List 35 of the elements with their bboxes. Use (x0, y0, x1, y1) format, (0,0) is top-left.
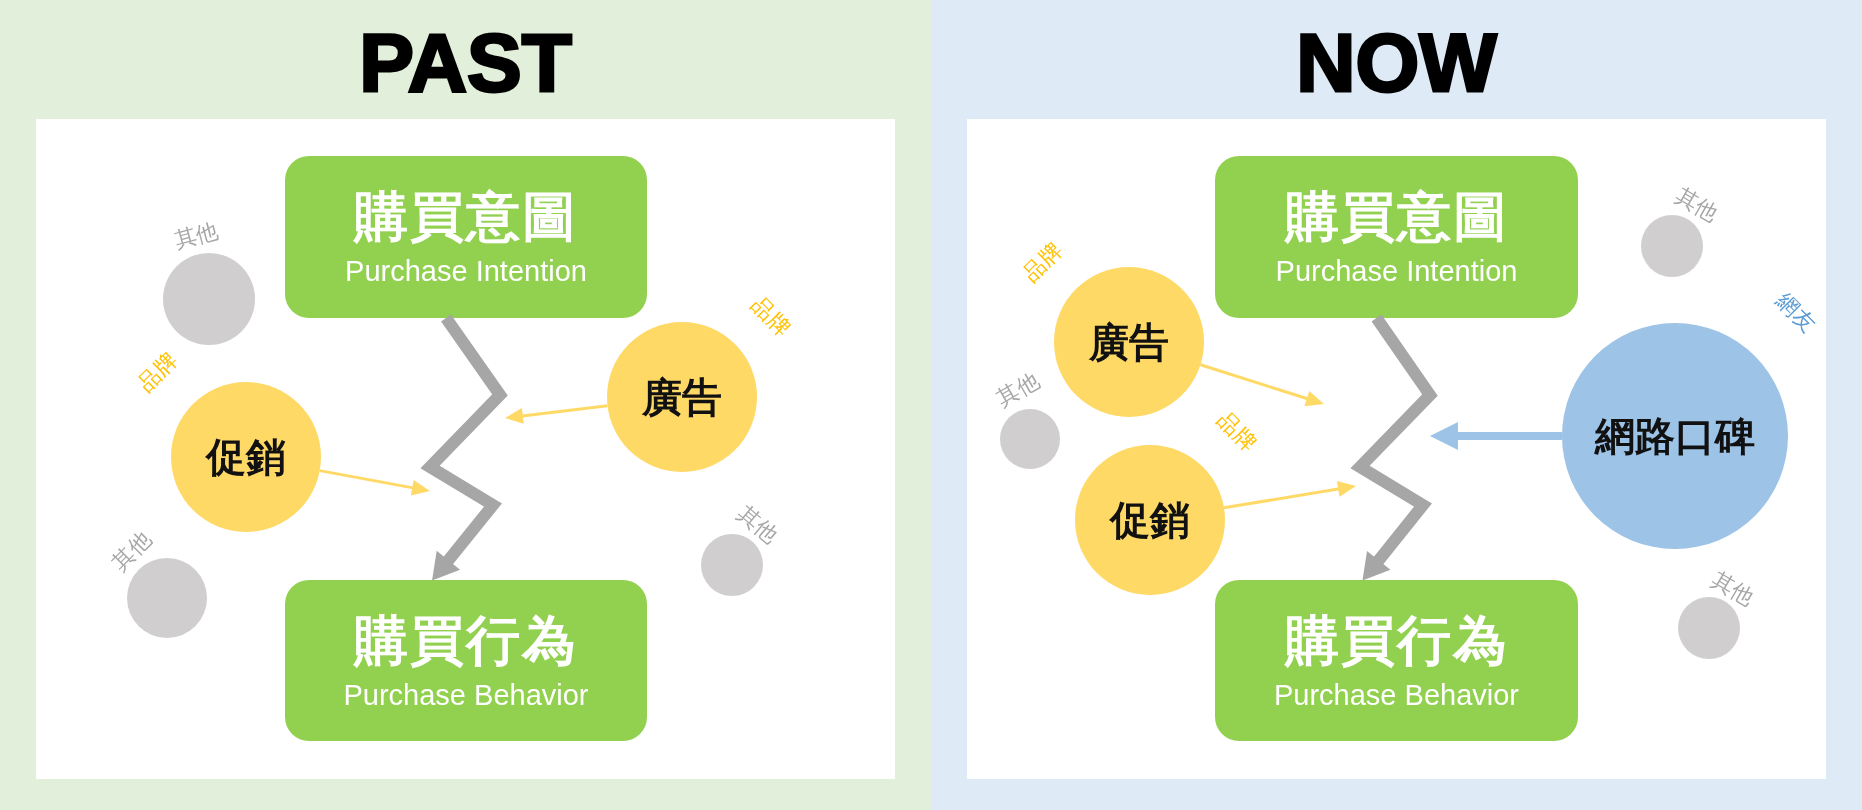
arrow (319, 469, 430, 496)
process-box (285, 580, 647, 741)
heading: 購買行為 (354, 609, 578, 672)
side-label: 其他 (171, 217, 221, 255)
factor-circle: 廣告 (1054, 267, 1204, 417)
panel-title: PAST (359, 22, 572, 104)
process-box (285, 156, 647, 318)
arrow (1430, 422, 1562, 450)
arrow (504, 404, 608, 424)
subheading: Purchase Intention (1275, 254, 1518, 288)
factor-circle: 促銷 (1075, 445, 1225, 595)
process-box (1215, 156, 1578, 318)
arrow (1223, 481, 1356, 510)
panel (0, 0, 931, 810)
side-label: 其他 (731, 500, 783, 550)
heading: 購買意圖 (354, 186, 578, 248)
blank-circle (1000, 409, 1060, 469)
factor-circle: 網路口碑 (1562, 323, 1788, 549)
side-label: 其他 (1707, 566, 1759, 612)
subheading: Purchase Behavior (1274, 677, 1519, 712)
panel (931, 0, 1862, 810)
heading: 購買意圖 (1284, 186, 1509, 248)
factor-circle: 促銷 (171, 382, 321, 532)
process-box (1215, 580, 1578, 741)
subheading: Purchase Behavior (343, 677, 589, 712)
factor-circle: 廣告 (607, 322, 757, 472)
zigzag-arrow (1350, 314, 1438, 581)
side-label: 其他 (107, 526, 157, 576)
panel-title: NOW (1296, 22, 1497, 104)
side-label: 其他 (1671, 182, 1723, 228)
subheading: Purchase Intention (345, 254, 587, 288)
heading: 購買行為 (1284, 609, 1509, 672)
arrow (1200, 363, 1324, 407)
zigzag-arrow (420, 314, 508, 581)
side-label: 其他 (992, 367, 1044, 413)
